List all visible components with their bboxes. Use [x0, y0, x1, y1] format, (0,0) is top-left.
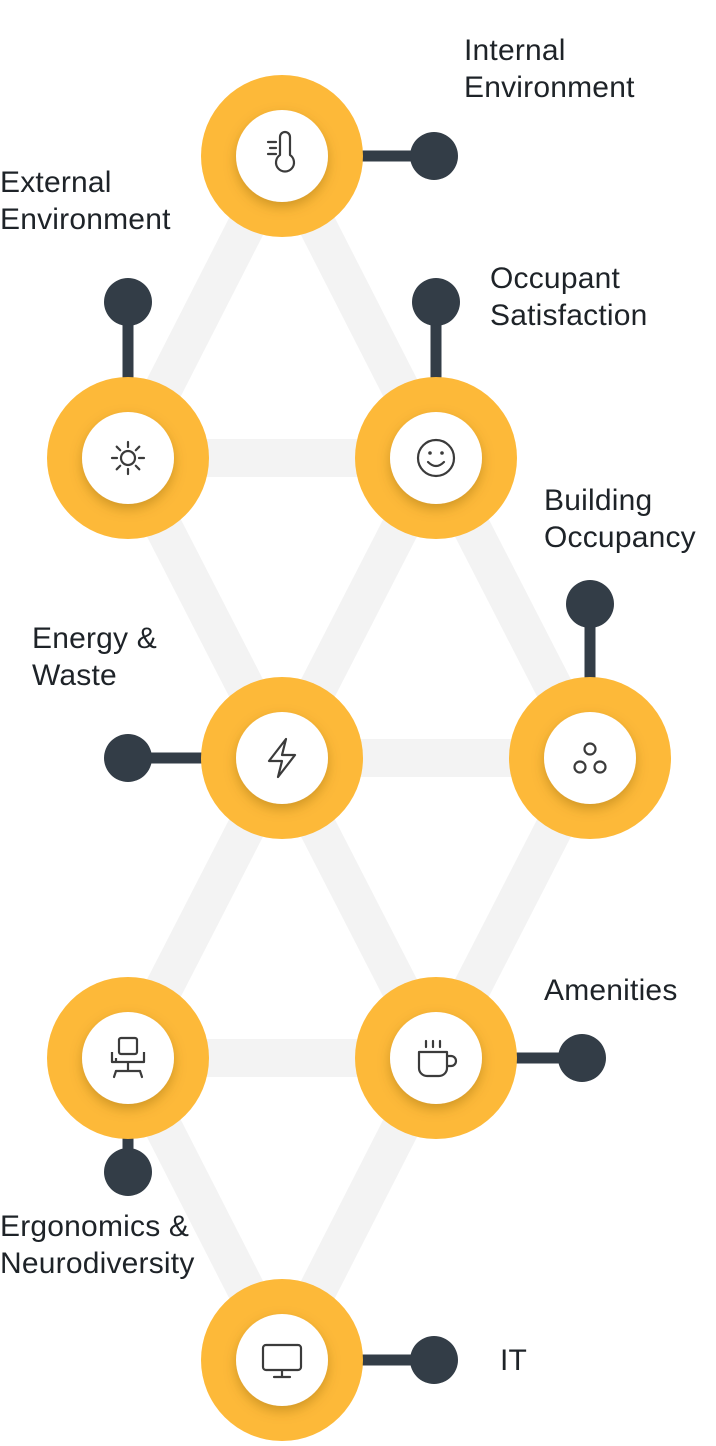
coffee-cup-icon — [417, 1039, 458, 1078]
node-disc — [390, 412, 482, 504]
connector-pin — [412, 278, 460, 326]
node-energy-waste[interactable] — [201, 677, 363, 839]
node-disc — [236, 712, 328, 804]
label-line: Ergonomics & — [0, 1210, 190, 1243]
connector-pin — [558, 1034, 606, 1082]
label-line: Building — [544, 484, 653, 517]
node-occupant-satisfaction[interactable] — [355, 377, 517, 539]
label-line: IT — [500, 1344, 528, 1377]
label-line: Environment — [0, 203, 171, 236]
connector-pin — [104, 1148, 152, 1196]
label-line: Occupancy — [544, 521, 696, 554]
sun-icon — [110, 440, 146, 476]
node-internal-environment[interactable] — [201, 75, 363, 237]
thermometer-icon — [266, 130, 296, 173]
node-disc — [390, 1012, 482, 1104]
connector-pin — [410, 132, 458, 180]
node-amenities[interactable] — [355, 977, 517, 1139]
label-amenities: Amenities — [544, 972, 678, 1009]
node-external-environment[interactable] — [47, 377, 209, 539]
nodes — [47, 75, 671, 1441]
connector-pin — [410, 1336, 458, 1384]
connector-pin — [566, 580, 614, 628]
node-ergonomics-neurodiversity[interactable] — [47, 977, 209, 1139]
node-disc — [544, 712, 636, 804]
monitor-icon — [261, 1343, 303, 1379]
node-disc — [236, 1314, 328, 1406]
label-line: Internal — [464, 34, 566, 67]
label-it: IT — [500, 1342, 527, 1379]
label-line: External — [0, 166, 112, 199]
node-disc — [82, 412, 174, 504]
label-line: Energy & — [32, 622, 157, 655]
label-line: Satisfaction — [490, 299, 648, 332]
connector-pin — [104, 734, 152, 782]
label-ergonomics-neurodiversity: Ergonomics & Neurodiversity — [0, 1208, 195, 1282]
label-line: Waste — [32, 659, 117, 692]
people-icon — [573, 742, 607, 774]
label-line: Neurodiversity — [0, 1247, 195, 1280]
label-energy-waste: Energy & Waste — [32, 620, 157, 694]
connector-pin — [104, 278, 152, 326]
label-line: Occupant — [490, 262, 621, 295]
lightning-icon — [267, 737, 297, 779]
node-disc — [82, 1012, 174, 1104]
label-line: Amenities — [544, 974, 678, 1007]
office-chair-icon — [110, 1036, 146, 1079]
node-disc — [236, 110, 328, 202]
node-it[interactable] — [201, 1279, 363, 1441]
smiley-icon — [416, 438, 456, 478]
node-building-occupancy[interactable] — [509, 677, 671, 839]
label-line: Environment — [464, 71, 635, 104]
